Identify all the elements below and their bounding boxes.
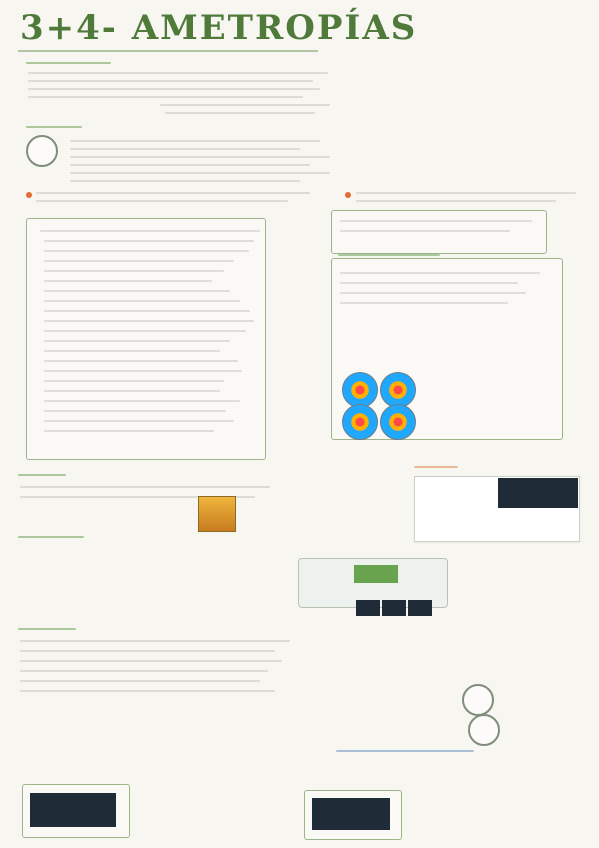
text-line: [44, 380, 224, 382]
text-line: [356, 192, 576, 194]
heading-underline-refraction: [26, 62, 111, 64]
title-underline: [18, 50, 318, 52]
ametropia-tree-panel: [26, 218, 266, 460]
text-line: [28, 88, 320, 90]
text-line: [44, 410, 226, 412]
bullet-marker: [26, 192, 32, 198]
heading-underline-lenses: [18, 628, 76, 630]
text-line: [44, 330, 246, 332]
heading-underline-astigmatism: [338, 254, 440, 256]
text-line: [44, 270, 224, 272]
diagram-block: [356, 600, 380, 616]
text-line: [340, 220, 532, 222]
attention-table: [312, 798, 390, 830]
heading-underline-ametropia: [26, 126, 82, 128]
corneal-topography-heatmap: [380, 404, 416, 440]
text-line: [28, 72, 328, 74]
lens-eye-diagram: [468, 714, 500, 746]
text-line: [44, 300, 240, 302]
text-line: [44, 400, 240, 402]
text-line: [70, 140, 320, 142]
corneal-topography-heatmap: [380, 372, 416, 408]
text-line: [40, 230, 260, 232]
heading-underline-presbyopia: [18, 474, 66, 476]
text-line: [70, 148, 300, 150]
text-line: [44, 260, 234, 262]
text-line: [36, 200, 288, 202]
text-line: [36, 192, 310, 194]
text-line: [20, 670, 268, 672]
text-line: [28, 96, 303, 98]
text-line: [44, 310, 250, 312]
heading-underline-summary: [414, 466, 458, 468]
text-line: [44, 240, 254, 242]
myopia-correction-table: [30, 793, 116, 827]
text-line: [44, 250, 249, 252]
heading-underline-correction: [336, 750, 474, 752]
text-line: [44, 360, 238, 362]
accommodation-note-box: [331, 210, 547, 254]
eye-diagram: [26, 135, 58, 167]
text-line: [44, 420, 234, 422]
text-line: [20, 650, 275, 652]
corneal-topography-heatmap: [342, 404, 378, 440]
text-line: [44, 340, 230, 342]
cartoon-image: [198, 496, 236, 532]
text-line: [340, 292, 526, 294]
corneal-topography-heatmap: [342, 372, 378, 408]
text-line: [70, 156, 330, 158]
lens-eye-diagram: [462, 684, 494, 716]
text-line: [340, 272, 540, 274]
text-line: [20, 690, 275, 692]
text-line: [28, 80, 313, 82]
diagram-block: [382, 600, 406, 616]
text-line: [340, 302, 508, 304]
text-line: [70, 164, 310, 166]
diagram-chip: [354, 565, 398, 583]
text-line: [44, 370, 242, 372]
text-line: [20, 486, 270, 488]
text-line: [165, 112, 315, 114]
text-line: [70, 180, 300, 182]
text-line: [340, 230, 510, 232]
text-line: [44, 350, 220, 352]
text-line: [160, 104, 330, 106]
text-line: [70, 172, 330, 174]
text-line: [44, 280, 212, 282]
heading-underline-treatment: [18, 536, 84, 538]
bullet-marker: [345, 192, 351, 198]
text-line: [44, 320, 254, 322]
page-title: 3+4- AMETROPÍAS: [20, 8, 418, 48]
text-line: [44, 290, 230, 292]
text-line: [356, 200, 556, 202]
text-line: [20, 680, 260, 682]
diagram-block: [408, 600, 432, 616]
text-line: [20, 660, 282, 662]
summary-highlight: [498, 478, 578, 508]
text-line: [340, 282, 518, 284]
text-line: [44, 430, 214, 432]
text-line: [20, 640, 290, 642]
text-line: [44, 390, 220, 392]
text-line: [20, 496, 255, 498]
